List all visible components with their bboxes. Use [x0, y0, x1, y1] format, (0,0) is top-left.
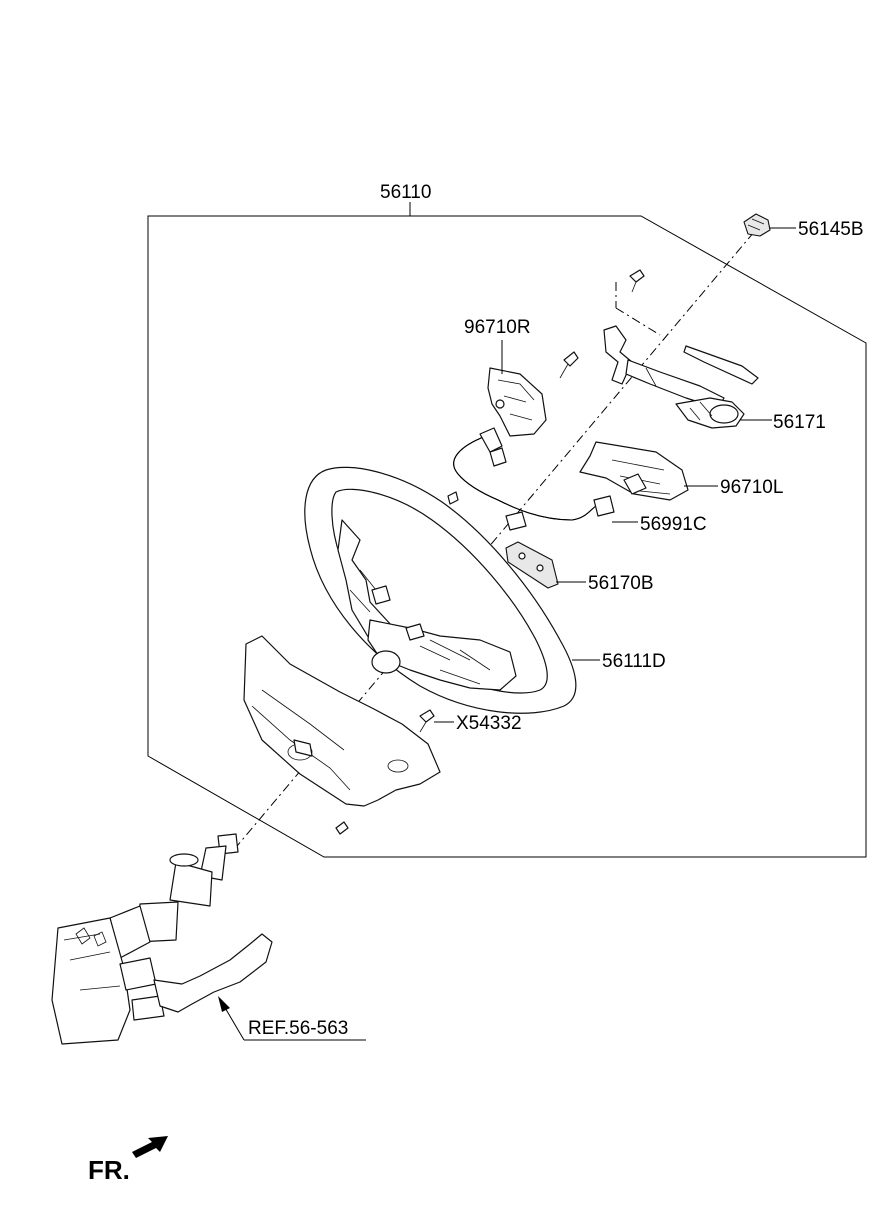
bolt-axis-line	[615, 307, 661, 336]
assembly-label: 56110	[380, 182, 431, 203]
label-56111D: 56111D	[602, 651, 666, 672]
label-96710R: 96710R	[464, 317, 531, 338]
assembly-frame	[147, 215, 867, 858]
switch-96710L	[579, 441, 689, 501]
steering-column	[51, 833, 273, 1045]
label-56991C: 56991C	[640, 514, 707, 535]
label-X54332: X54332	[456, 713, 522, 734]
label-96710L: 96710L	[720, 477, 783, 498]
front-direction-arrow	[132, 1136, 168, 1158]
nut-56145B	[743, 213, 771, 237]
screw-top	[629, 269, 645, 293]
front-marker-label: FR.	[88, 1155, 130, 1185]
center-axis-line	[231, 231, 755, 853]
screw-X54332	[419, 709, 435, 733]
bracket-56171	[603, 325, 759, 429]
label-56170B: 56170B	[588, 573, 654, 594]
rear-cover	[243, 635, 441, 835]
reference-label: REF.56-563	[248, 1018, 348, 1039]
reference-arrow	[218, 996, 366, 1041]
label-56171: 56171	[773, 412, 826, 433]
harness-56991C	[447, 427, 615, 531]
steering-wheel-56111D	[304, 466, 577, 714]
label-56145B: 56145B	[798, 219, 864, 240]
switch-96710R	[487, 351, 579, 437]
plate-56170B	[505, 541, 559, 589]
